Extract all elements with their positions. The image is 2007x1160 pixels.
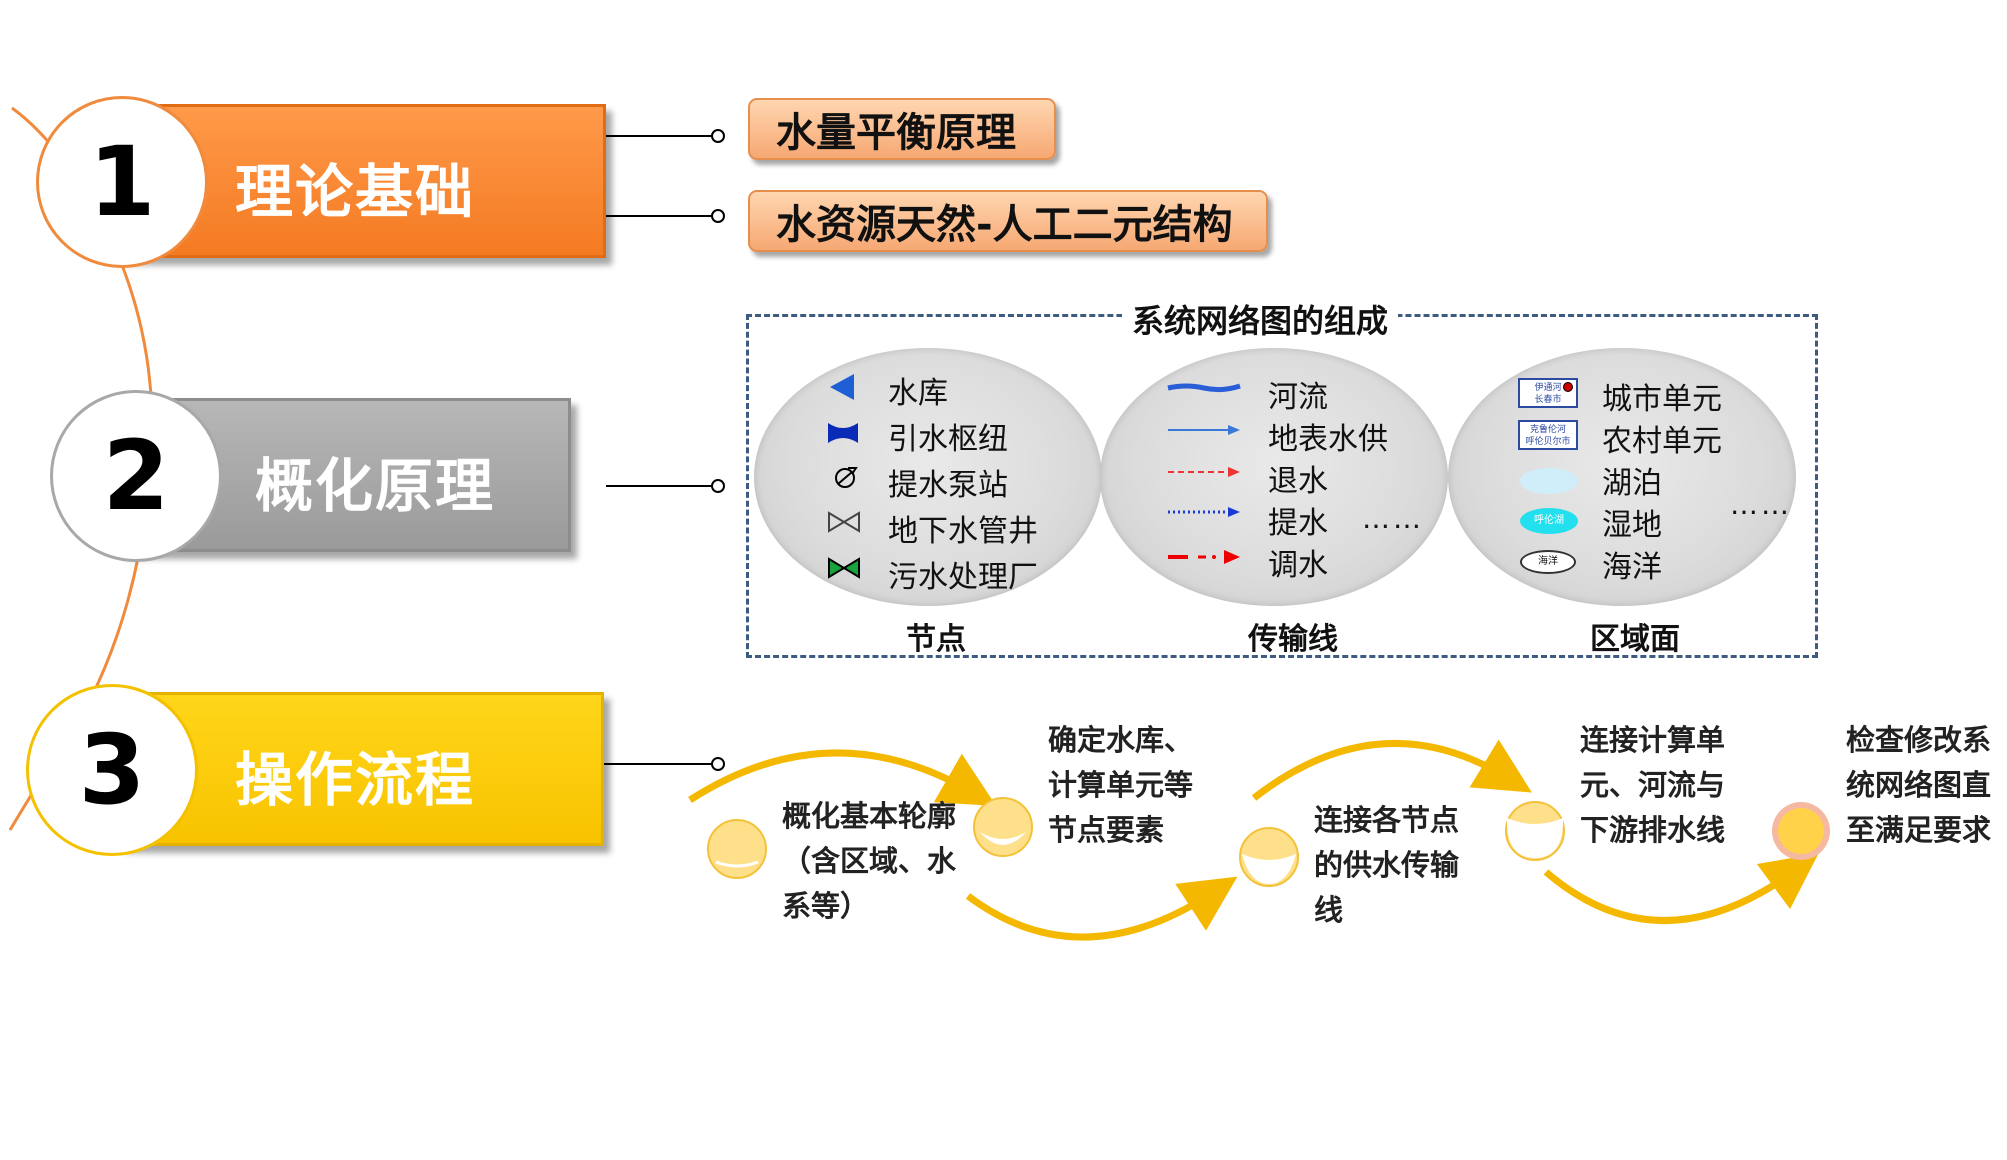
return-flow-arrow-icon xyxy=(1168,467,1240,477)
connector-dot xyxy=(711,209,725,223)
ocean-icon: 海洋 xyxy=(1520,550,1576,574)
lines-ellipse xyxy=(1100,348,1448,606)
group-caption: 区域面 xyxy=(1590,622,1680,657)
city-icon-label: 长春市 xyxy=(1534,395,1562,405)
step-node-icon xyxy=(1505,801,1565,861)
step-node-icon xyxy=(1772,802,1830,860)
transfer-arrow-icon xyxy=(1168,550,1240,564)
group-caption: 传输线 xyxy=(1248,622,1338,657)
section-bar-process: 操作流程 xyxy=(120,692,604,846)
surface-supply-arrow-icon xyxy=(1168,425,1240,435)
legend-label: 提水 xyxy=(1268,506,1328,541)
lake-icon xyxy=(1520,468,1578,494)
legend-label: 地下水管井 xyxy=(888,514,1038,549)
theory-chip: 水量平衡原理 xyxy=(748,98,1056,160)
connector-dot xyxy=(711,757,725,771)
process-step-text: 连接计算单元、河流与下游排水线 xyxy=(1580,723,1726,847)
legend-label: 退水 xyxy=(1268,464,1328,499)
wetland-icon: 呼伦湖 xyxy=(1520,508,1578,534)
city-icon-label: 伊通河 xyxy=(1534,383,1562,393)
connector-dot xyxy=(711,129,725,143)
rural-icon-label: 克鲁伦河 xyxy=(1529,425,1566,435)
section-number-badge: 1 xyxy=(36,96,208,268)
process-step-text: 检查修改系统网络图直至满足要求 xyxy=(1846,723,1992,847)
flow-arrow xyxy=(965,876,1238,941)
areas-ellipse xyxy=(1448,348,1796,606)
city-marker-icon xyxy=(1563,382,1573,392)
legend-label: 农村单元 xyxy=(1602,424,1722,459)
rural-icon-label: 呼伦贝尔市 xyxy=(1525,437,1571,447)
flow-arrow xyxy=(1251,739,1532,801)
more-ellipsis: …… xyxy=(1730,488,1792,521)
legend-label: 水库 xyxy=(888,376,948,411)
legend-label: 湿地 xyxy=(1602,508,1662,543)
legend-label: 湖泊 xyxy=(1602,466,1662,501)
legend-label: 引水枢纽 xyxy=(888,422,1008,457)
legend-label: 调水 xyxy=(1268,548,1328,583)
section-number-badge: 2 xyxy=(50,390,222,562)
nodes-ellipse xyxy=(754,348,1102,606)
diversion-hub-icon xyxy=(828,423,858,443)
rural-unit-icon: 克鲁伦河 呼伦贝尔市 xyxy=(1518,420,1578,450)
lift-arrow-icon xyxy=(1168,507,1240,517)
city-unit-icon: 伊通河 长春市 xyxy=(1518,378,1578,408)
pump-station-icon xyxy=(835,467,858,488)
section-title: 概化原理 xyxy=(255,452,496,520)
reservoir-icon xyxy=(830,374,854,400)
legend-label: 地表水供 xyxy=(1268,422,1388,457)
process-step-text: 确定水库、计算单元等节点要素 xyxy=(1048,723,1194,847)
legend-label: 污水处理厂 xyxy=(888,560,1038,595)
theory-chip: 水资源天然-人工二元结构 xyxy=(748,190,1268,252)
sewage-plant-icon xyxy=(828,557,860,579)
section-title: 操作流程 xyxy=(235,746,476,814)
section-number-badge: 3 xyxy=(26,684,198,856)
flow-arrow xyxy=(1543,853,1819,924)
connector-dot xyxy=(711,479,725,493)
groundwater-well-icon xyxy=(828,511,860,533)
flow-arrow xyxy=(688,749,997,806)
section-title: 理论基础 xyxy=(235,158,476,226)
process-step-text: 连接各节点的供水传输线 xyxy=(1314,803,1460,927)
legend-label: 河流 xyxy=(1268,380,1328,415)
process-step-text: 概化基本轮廓（含区域、水系等） xyxy=(782,799,957,923)
more-ellipsis: …… xyxy=(1362,502,1424,535)
group-caption: 节点 xyxy=(906,622,966,657)
network-box-title: 系统网络图的组成 xyxy=(1122,296,1399,342)
river-line-icon xyxy=(1167,383,1241,393)
step-node-icon xyxy=(1239,827,1299,887)
step-node-icon xyxy=(707,819,767,879)
legend-label: 城市单元 xyxy=(1602,382,1722,417)
legend-label: 海洋 xyxy=(1602,550,1662,585)
step-node-icon xyxy=(973,797,1033,857)
legend-label: 提水泵站 xyxy=(888,468,1008,503)
